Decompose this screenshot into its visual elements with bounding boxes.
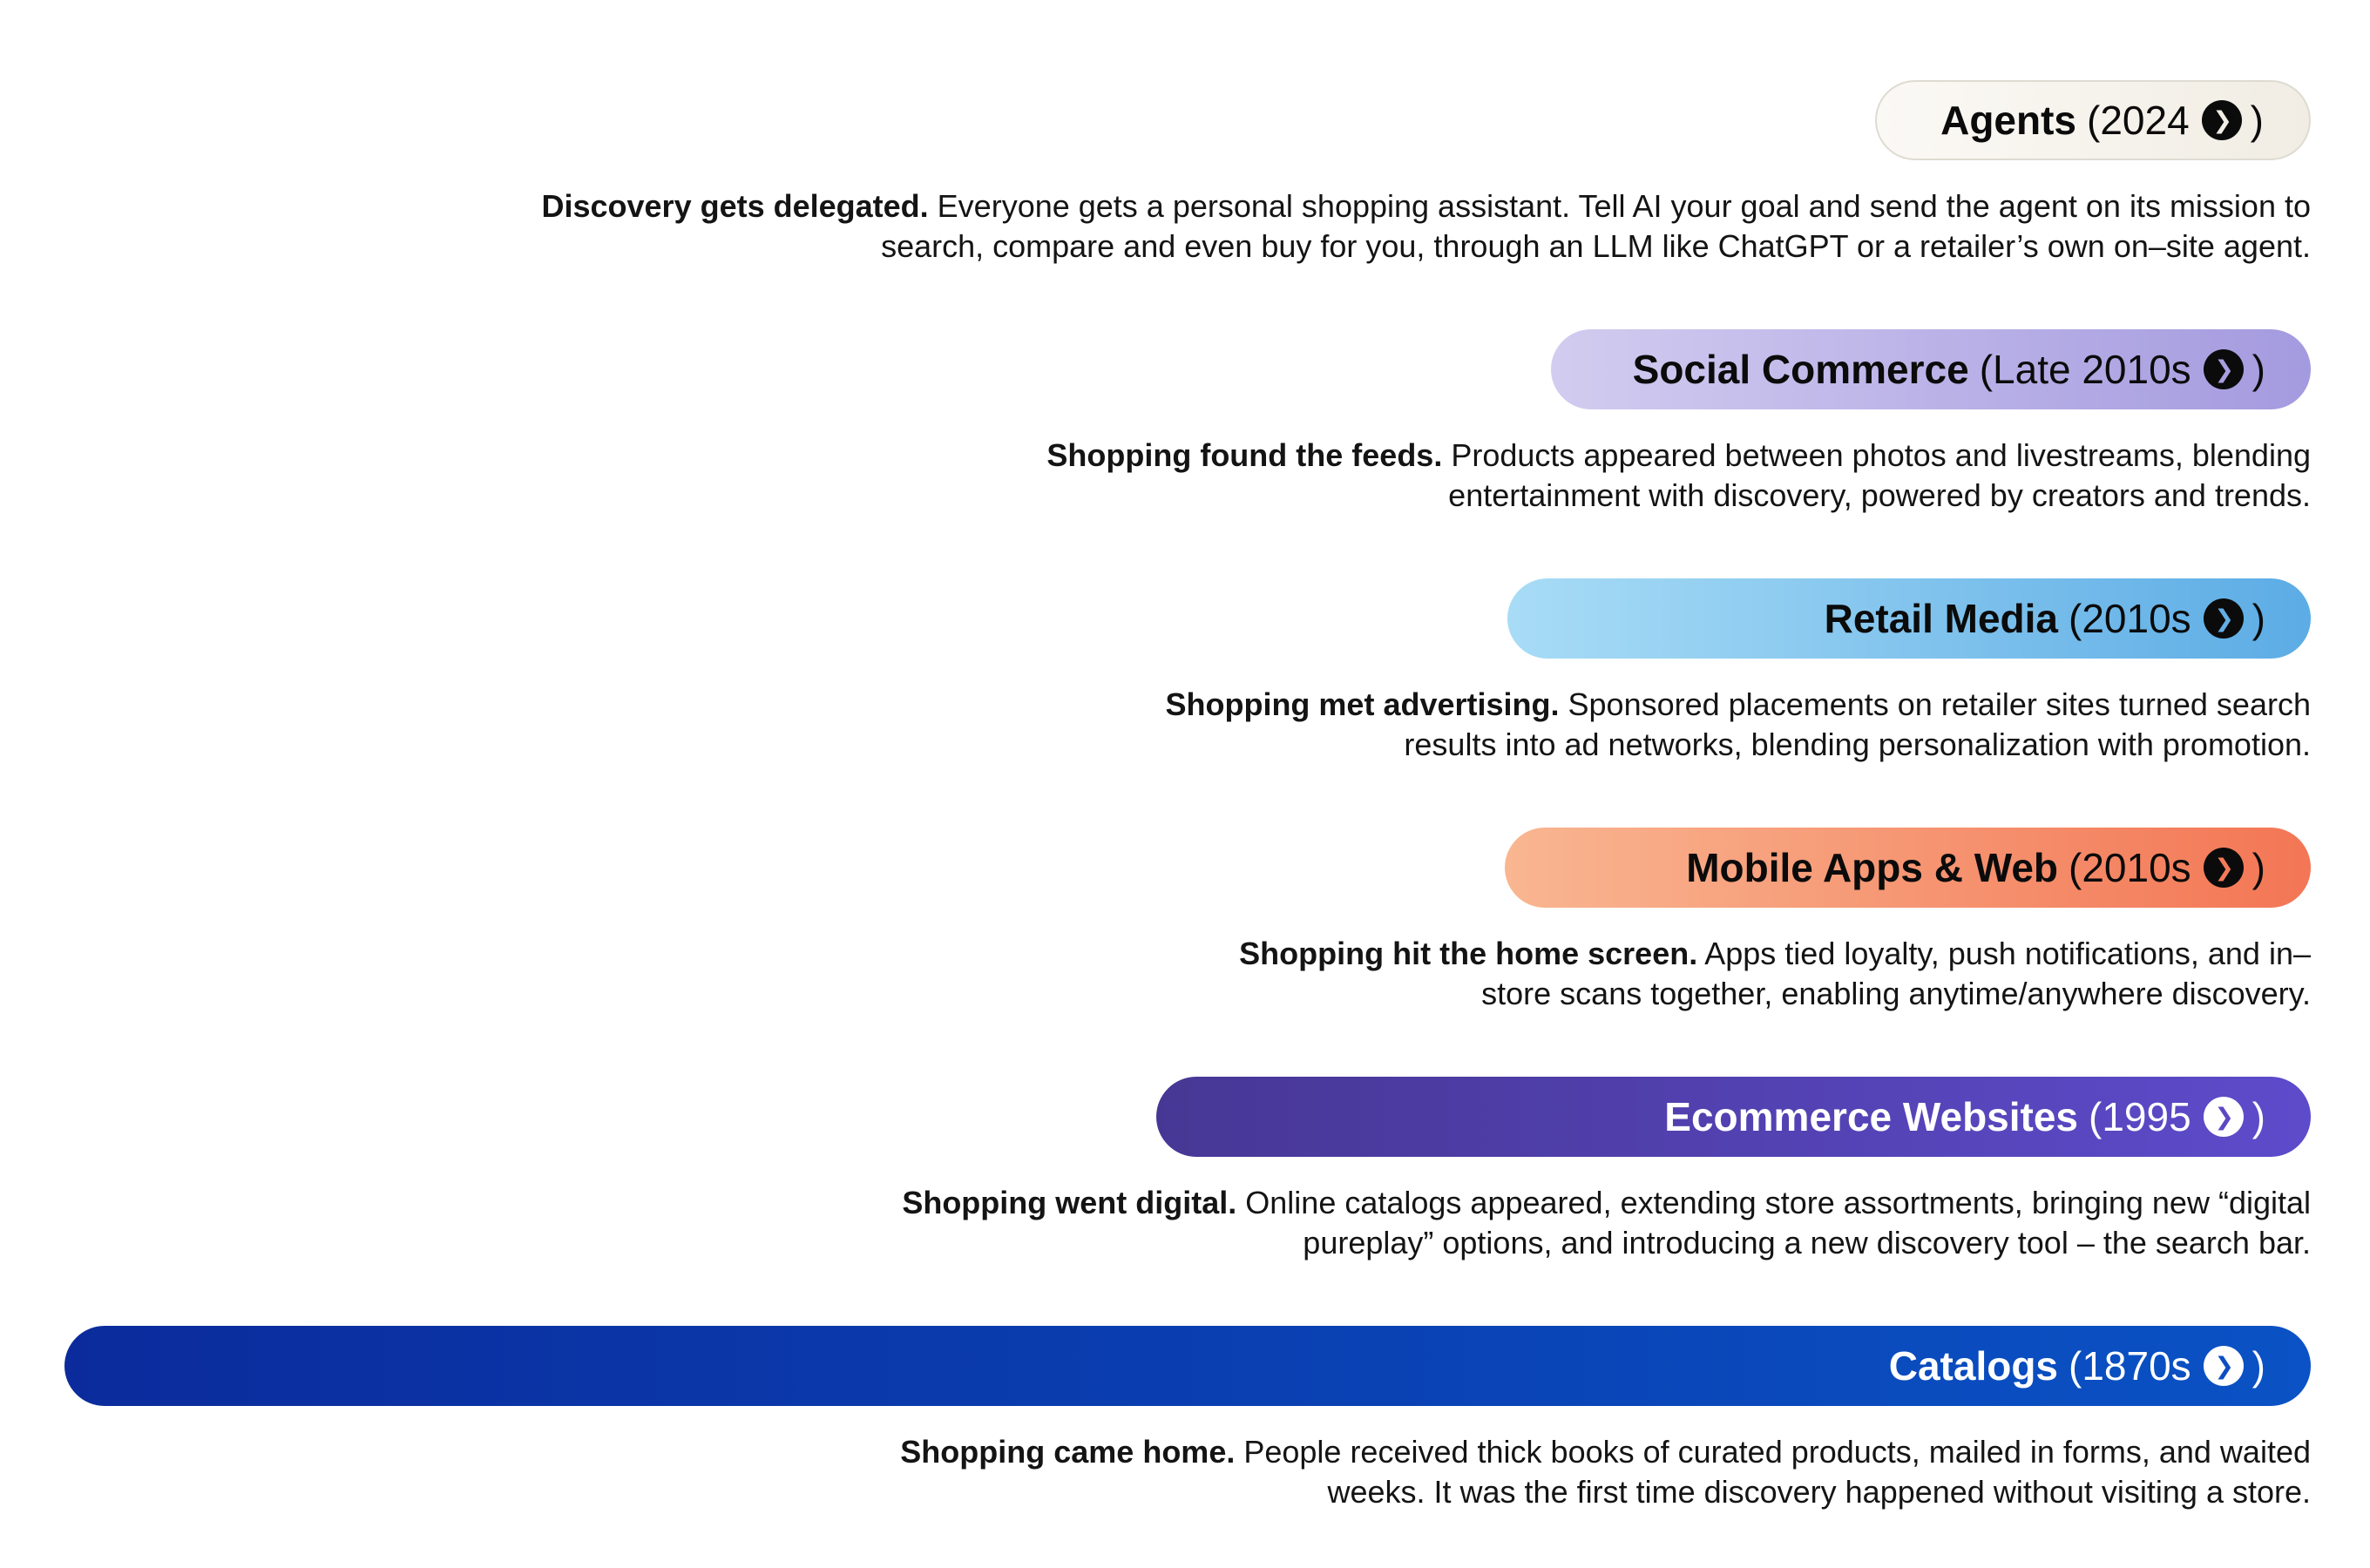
pill-year: (2010s [2069,845,2191,890]
pill-close-paren: ) [2250,98,2264,143]
description-body: People received thick books of curated p… [1235,1434,2311,1510]
description-body: Online catalogs appeared, extending stor… [1236,1185,2311,1260]
pill-label: Social Commerce [1632,347,1969,392]
timeline-description: Shopping found the feeds. Products appea… [1004,436,2311,516]
timeline-row-ecommerce-websites: Ecommerce Websites (1995 ❯ ) Shopping we… [899,1077,2311,1263]
timeline-pill-catalogs[interactable]: Catalogs (1870s ❯ ) [64,1326,2311,1406]
description-lead: Shopping met advertising. [1165,686,1560,722]
pill-close-paren: ) [2252,1343,2265,1389]
pill-year: (2024 [2087,98,2190,143]
pill-year: (Late 2010s [1979,347,2191,392]
chevron-glyph: ❯ [2214,1103,2234,1131]
timeline-description: Shopping came home. People received thic… [873,1432,2311,1512]
timeline-description: Shopping hit the home screen. Apps tied … [1187,934,2311,1014]
pill-year: (2010s [2069,596,2191,641]
chevron-glyph: ❯ [2212,106,2232,134]
description-lead: Shopping came home. [900,1434,1236,1470]
pill-year: (1995 [2089,1094,2191,1139]
timeline-pill-social-commerce[interactable]: Social Commerce (Late 2010s ❯ ) [1551,329,2311,409]
pill-close-paren: ) [2252,596,2265,641]
pill-label: Ecommerce Websites [1664,1094,2079,1139]
description-lead: Shopping found the feeds. [1046,437,1443,473]
pill-year: (1870s [2069,1343,2191,1389]
timeline-pill-mobile-apps-web[interactable]: Mobile Apps & Web (2010s ❯ ) [1505,828,2311,908]
description-lead: Discovery gets delegated. [541,188,929,224]
pill-close-paren: ) [2252,845,2265,890]
chevron-right-circle-icon: ❯ [2203,848,2244,888]
chevron-right-circle-icon: ❯ [2201,100,2242,140]
description-body: Sponsored placements on retailer sites t… [1404,686,2311,762]
timeline-row-agents: Agents (2024 ❯ ) Discovery gets delegate… [516,80,2311,267]
timeline-row-retail-media: Retail Media (2010s ❯ ) Shopping met adv… [1091,578,2311,765]
pill-label: Agents [1940,98,2077,143]
description-body: Apps tied loyalty, push notifications, a… [1481,936,2311,1011]
description-body: Products appeared between photos and liv… [1442,437,2311,513]
timeline-description: Shopping met advertising. Sponsored plac… [1091,685,2311,765]
description-lead: Shopping went digital. [902,1185,1237,1220]
chevron-right-circle-icon: ❯ [2203,598,2244,639]
timeline-pill-retail-media[interactable]: Retail Media (2010s ❯ ) [1507,578,2311,659]
chevron-right-circle-icon: ❯ [2203,1346,2244,1386]
chevron-glyph: ❯ [2214,605,2234,632]
timeline-pill-agents[interactable]: Agents (2024 ❯ ) [1875,80,2311,160]
timeline-description: Shopping went digital. Online catalogs a… [899,1183,2311,1263]
chevron-glyph: ❯ [2214,1352,2234,1380]
pill-label: Mobile Apps & Web [1686,845,2059,890]
pill-label: Retail Media [1824,596,2059,641]
timeline-row-social-commerce: Social Commerce (Late 2010s ❯ ) Shopping… [1004,329,2311,516]
pill-close-paren: ) [2252,1094,2265,1139]
chevron-right-circle-icon: ❯ [2203,349,2244,389]
timeline-pill-ecommerce-websites[interactable]: Ecommerce Websites (1995 ❯ ) [1156,1077,2311,1157]
timeline-row-catalogs: Catalogs (1870s ❯ ) Shopping came home. … [64,1326,2311,1512]
pill-label: Catalogs [1888,1343,2059,1389]
description-body: Everyone gets a personal shopping assist… [881,188,2311,264]
timeline-row-mobile-apps-web: Mobile Apps & Web (2010s ❯ ) Shopping hi… [1187,828,2311,1014]
chevron-glyph: ❯ [2214,355,2234,383]
timeline-description: Discovery gets delegated. Everyone gets … [516,186,2311,267]
chevron-right-circle-icon: ❯ [2203,1097,2244,1137]
description-lead: Shopping hit the home screen. [1239,936,1698,971]
pill-close-paren: ) [2252,347,2265,392]
chevron-glyph: ❯ [2214,854,2234,882]
